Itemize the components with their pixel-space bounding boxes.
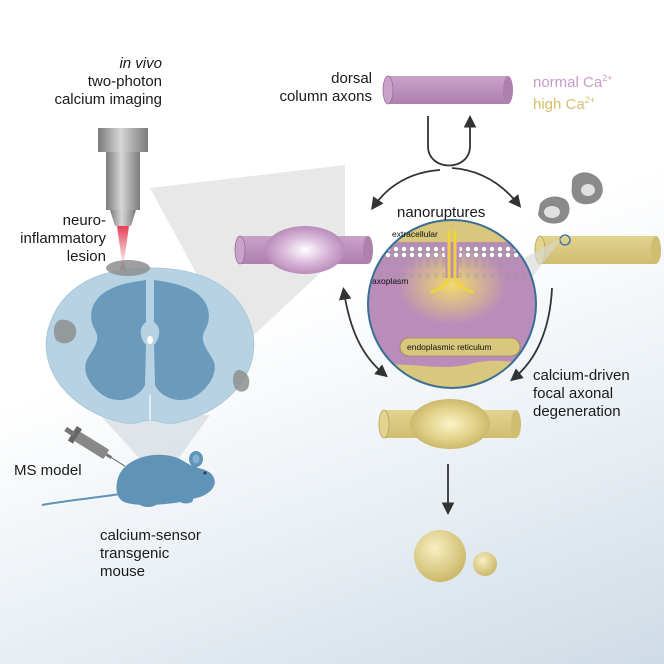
legend-high: high Ca2+ (533, 95, 595, 113)
nanorupture-magnified (368, 220, 536, 388)
spinal-cord-icon (45, 260, 255, 424)
axoplasm-label: axoplasm (372, 276, 409, 286)
imaging-label-2: calcium imaging (54, 91, 162, 108)
projection-wedge-lower (100, 415, 210, 470)
in-vivo-label: in vivo (119, 55, 162, 72)
immune-cells-icon (538, 172, 603, 224)
extracellular-label: extracellular (392, 229, 438, 239)
degeneration-label-3: degeneration (533, 403, 621, 420)
degeneration-arrow (510, 287, 553, 382)
er-label: endoplasmic reticulum (407, 342, 492, 352)
axons-label-1: dorsal (331, 70, 372, 87)
ms-model-label: MS model (14, 462, 82, 479)
lesion-spot-right (233, 370, 250, 392)
dorsal-axon-icon (382, 75, 513, 105)
arrow-to-purple-swelling (371, 169, 441, 211)
branch-arrow (427, 114, 477, 167)
yellow-axon-icon (534, 234, 661, 265)
mouse-label-1: calcium-sensor (100, 527, 201, 544)
lesion-spot-left (53, 319, 77, 344)
axon-fragment-small (473, 552, 497, 576)
legend-normal: normal Ca2+ (533, 73, 613, 91)
yellow-swelling-icon (378, 399, 521, 449)
degeneration-label-1: calcium-driven (533, 367, 630, 384)
mouse-label-3: mouse (100, 563, 146, 580)
lesion-label-3: lesion (66, 248, 106, 265)
lesion-label-2: inflammatory (20, 230, 106, 247)
imaging-label-1: two-photon (87, 73, 162, 90)
arrow-to-yellow-axon (451, 167, 522, 208)
mouse-label-2: transgenic (100, 545, 170, 562)
objective-icon (98, 128, 148, 226)
lesion-spot-top (106, 260, 150, 276)
lesion-label-1: neuro- (62, 212, 106, 229)
mouse-icon (41, 451, 215, 507)
axon-fragment-large (414, 530, 466, 582)
syringe-icon (64, 426, 126, 467)
reversible-arrow (338, 287, 388, 378)
degeneration-label-2: focal axonal (533, 385, 614, 402)
axons-label-2: column axons (279, 88, 372, 105)
laser-beam (117, 226, 129, 262)
nanoruptures-label: nanoruptures (397, 204, 486, 221)
purple-swelling-icon (234, 226, 373, 274)
